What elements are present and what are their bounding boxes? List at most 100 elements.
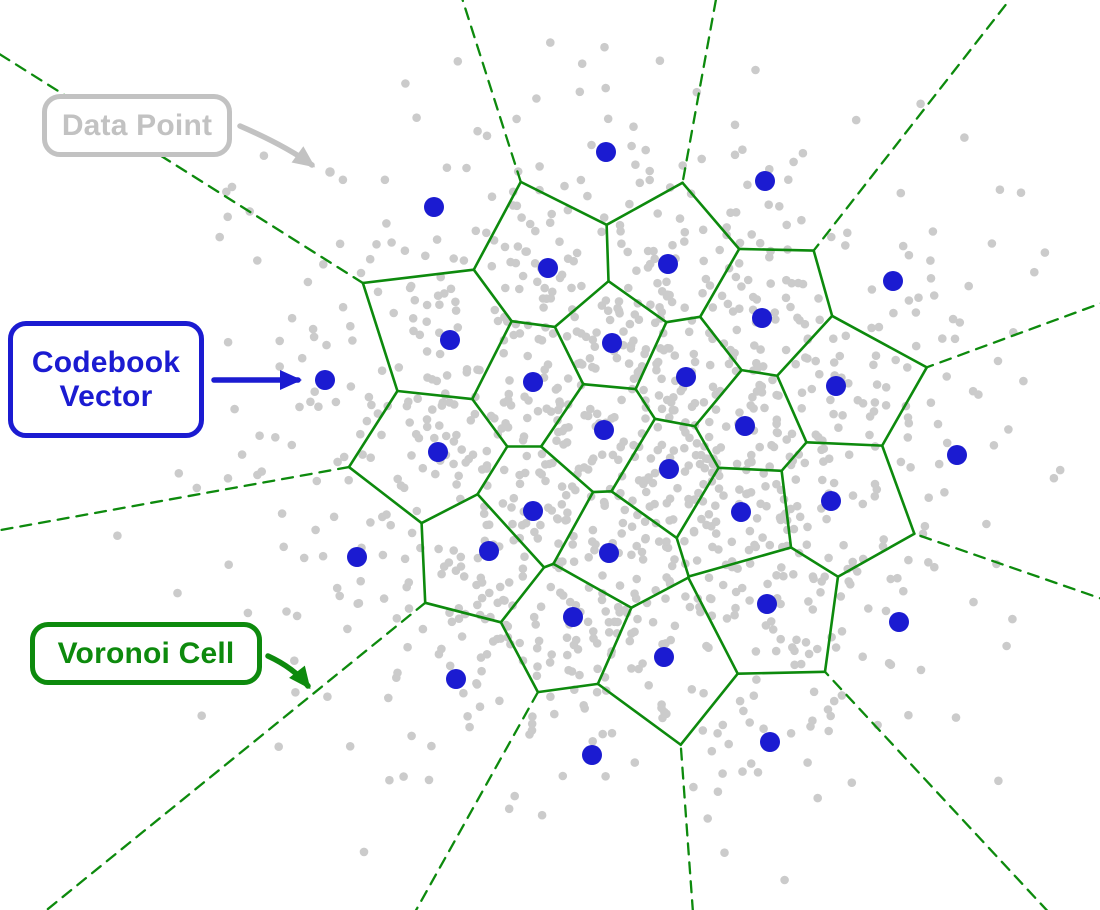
data-point-dot (222, 187, 231, 197)
data-point-dot (449, 459, 458, 469)
data-point-dot (731, 208, 741, 217)
data-point-dot (676, 386, 686, 396)
data-point-dot (333, 457, 342, 467)
data-point-dot (804, 649, 814, 659)
data-point-dot (926, 256, 935, 265)
data-point-dot (1008, 614, 1017, 624)
data-point-dot (576, 175, 586, 185)
data-point-dot (714, 484, 724, 493)
data-point-dot (572, 248, 582, 258)
data-point-dot (536, 520, 545, 530)
voronoi-edge-solid (420, 492, 479, 525)
data-point-dot (815, 369, 824, 379)
data-point-dot (581, 332, 591, 342)
data-point-dot (422, 415, 432, 424)
data-point-dot (718, 720, 728, 730)
data-point-dot (527, 719, 537, 729)
data-point-dot (708, 303, 718, 312)
voronoi-edge-solid (780, 441, 808, 473)
data-point-dot (995, 185, 1005, 194)
data-point-dot (699, 688, 708, 698)
data-point-dot (657, 404, 667, 414)
data-point-dot (758, 533, 767, 542)
data-point-dot (934, 459, 944, 469)
data-point-dot (275, 362, 285, 371)
data-point-dot (884, 658, 894, 668)
data-point-dot (557, 482, 567, 491)
data-point-dot (527, 726, 537, 735)
data-point-dot (690, 495, 699, 504)
data-point-dot (667, 561, 677, 571)
data-point-dot (759, 724, 768, 733)
data-point-dot (473, 553, 483, 563)
data-point-dot (614, 306, 624, 316)
data-point-dot (665, 413, 674, 422)
data-point-dot (515, 479, 525, 489)
data-point-dot (432, 376, 442, 386)
data-point-dot (555, 237, 564, 246)
data-point-dot (432, 235, 442, 244)
data-point-dot (702, 520, 711, 530)
data-point-dot (801, 353, 810, 362)
data-point-dot (560, 181, 569, 191)
data-point-dot (392, 614, 402, 623)
data-point-dot (770, 308, 780, 317)
data-point-dot (452, 480, 461, 489)
data-point-dot (377, 430, 386, 440)
data-point-dot (475, 702, 485, 711)
data-point-dot (556, 588, 565, 597)
data-point-dot (911, 341, 921, 351)
data-point-dot (329, 512, 339, 522)
voronoi-edge-solid (610, 489, 678, 540)
data-point-dot (344, 475, 354, 485)
data-point-dot (490, 414, 499, 423)
data-point-dot (547, 506, 557, 515)
data-point-dot (454, 471, 464, 481)
voronoi-edge-solid (780, 469, 793, 549)
data-point-dot (938, 334, 947, 343)
data-point-dot (847, 778, 857, 787)
data-point-dot (750, 341, 759, 350)
data-point-dot (797, 215, 806, 225)
data-point-dot (698, 225, 708, 235)
codebook-vector-dot (760, 732, 780, 752)
data-point-dot (624, 359, 634, 368)
voronoi-edge-solid (675, 466, 720, 540)
data-point-dot (734, 259, 744, 268)
data-point-dot (630, 758, 640, 767)
data-point-dot (687, 685, 697, 694)
data-point-dot (590, 342, 600, 352)
voronoi-edge-solid (510, 319, 557, 329)
data-point-dot (711, 501, 720, 511)
data-point-dot (808, 605, 818, 614)
data-point-dot (531, 226, 540, 236)
data-point-dot (358, 450, 367, 459)
data-point-dot (435, 421, 444, 430)
data-point-dot (537, 810, 547, 820)
data-point-dot (817, 445, 826, 455)
data-point-dot (872, 485, 882, 494)
data-point-dot (335, 591, 345, 601)
data-point-dot (730, 610, 739, 620)
data-point-dot (813, 793, 822, 803)
data-point-dot (874, 322, 884, 332)
voronoi-edge-solid (823, 575, 840, 674)
data-point-dot (667, 297, 677, 307)
voronoi-edge-solid (361, 268, 476, 285)
data-point-dot (243, 608, 253, 618)
data-point-dot (515, 329, 525, 338)
data-point-dot (490, 305, 500, 315)
data-point-dot (815, 315, 824, 325)
voronoi-edge-solid (361, 281, 399, 393)
data-point-dot (512, 114, 521, 124)
data-point-dot (680, 467, 690, 476)
data-point-dot (653, 422, 663, 432)
data-point-dot (517, 213, 526, 222)
data-point-dot (547, 650, 556, 659)
data-point-dot (405, 418, 415, 427)
data-point-dot (1004, 425, 1013, 434)
data-point-dot (800, 458, 810, 468)
data-point-dot (501, 283, 510, 293)
data-point-dot (792, 635, 801, 645)
data-point-dot (809, 687, 819, 697)
